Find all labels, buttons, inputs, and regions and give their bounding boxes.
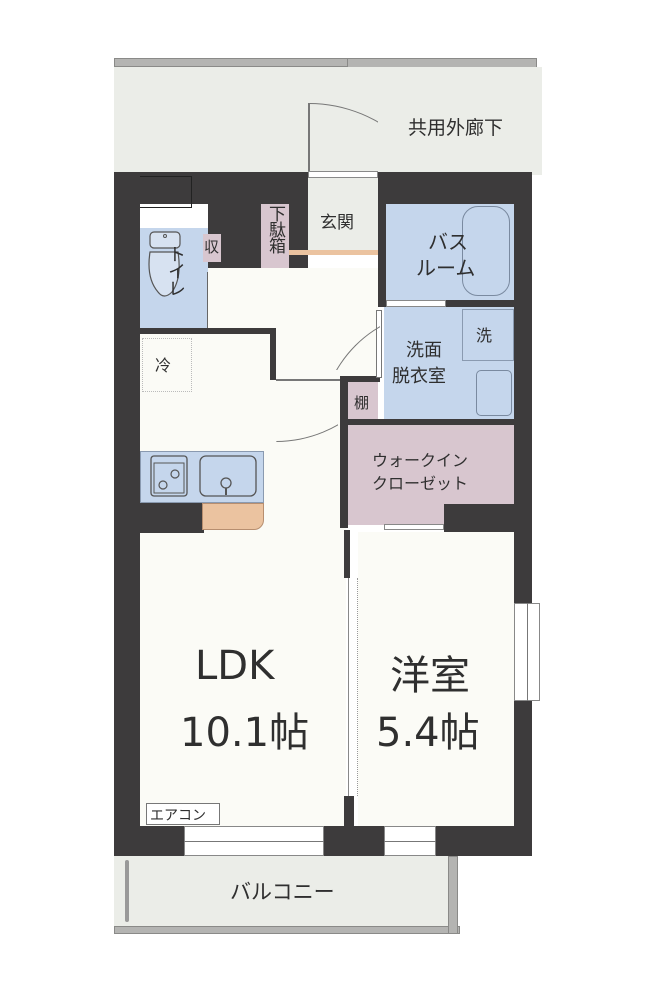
small-storage-label: 収 xyxy=(204,238,220,256)
bathroom-door[interactable] xyxy=(386,300,446,307)
washroom xyxy=(384,307,514,419)
western-room-name: 洋室 xyxy=(390,653,470,699)
interior-wall xyxy=(386,300,514,307)
balcony xyxy=(114,856,452,926)
bathroom-label-1: バス xyxy=(428,230,468,254)
balcony-railing-side xyxy=(448,856,458,934)
entrance-threshold xyxy=(308,171,378,178)
sliding-partition[interactable] xyxy=(348,578,358,796)
ldk-floor-ext xyxy=(208,268,274,338)
partition-wall xyxy=(344,796,354,828)
stove-icon xyxy=(150,455,188,497)
balcony-label: バルコニー xyxy=(230,880,335,904)
washroom-label-1: 洗面 xyxy=(406,340,442,361)
counter-base-wall xyxy=(140,503,204,533)
washroom-label-2: 脱衣室 xyxy=(392,366,446,387)
balcony-drain xyxy=(125,860,129,922)
sink-icon xyxy=(199,455,257,497)
washbasin-icon xyxy=(476,370,512,416)
partition-wall xyxy=(344,530,350,578)
balcony-railing xyxy=(114,926,460,934)
refrigerator-space xyxy=(142,338,192,392)
interior-wall xyxy=(378,172,386,307)
western-room-floor xyxy=(358,532,514,826)
interior-wall xyxy=(340,376,380,382)
interior-wall xyxy=(270,328,276,380)
bathroom xyxy=(386,204,514,300)
exterior-wall-left xyxy=(114,172,140,856)
shelf xyxy=(348,382,378,420)
bathtub-icon xyxy=(462,206,510,296)
corridor-label: 共用外廊下 xyxy=(408,117,504,139)
aircon-label: エアコン xyxy=(150,808,206,824)
window-mullion xyxy=(184,841,324,842)
shelf-label: 棚 xyxy=(354,394,370,412)
wic-wall-block xyxy=(444,504,518,534)
window-mullion xyxy=(384,841,436,842)
shoe-box-label: 下駄箱 xyxy=(265,205,285,253)
entrance-door-leaf xyxy=(308,103,310,173)
bathroom-label-2: ルーム xyxy=(416,256,476,280)
ldk-size: 10.1帖 xyxy=(180,710,310,756)
toilet-label: トイレ xyxy=(165,245,186,296)
wic-label-2: クローゼット xyxy=(372,474,469,493)
corridor-railing xyxy=(114,58,349,67)
entrance-label: 玄関 xyxy=(320,213,354,233)
toilet-fixture-icon xyxy=(148,231,181,297)
entrance-floor xyxy=(308,176,380,252)
exterior-wall-top-right xyxy=(378,172,532,204)
shoe-box xyxy=(261,204,289,270)
window-mullion xyxy=(527,603,528,701)
aircon-tag xyxy=(146,803,220,825)
wic-folding-door[interactable] xyxy=(384,524,444,530)
pipe-shaft xyxy=(134,176,192,208)
interior-wall xyxy=(140,328,276,334)
washer-label: 洗 xyxy=(476,326,493,345)
entrance-step xyxy=(288,250,380,255)
interior-wall xyxy=(340,378,348,528)
refrigerator-label: 冷 xyxy=(155,356,172,375)
ldk-name: LDK xyxy=(195,643,275,689)
small-storage xyxy=(203,234,221,262)
western-room-size: 5.4帖 xyxy=(376,710,480,756)
interior-wall xyxy=(348,419,518,425)
washer-space xyxy=(462,309,514,361)
wic-label-1: ウォークイン xyxy=(372,451,469,470)
counter-extension xyxy=(202,503,264,530)
